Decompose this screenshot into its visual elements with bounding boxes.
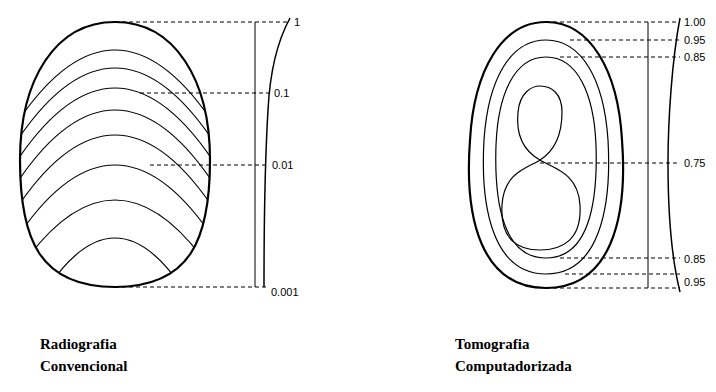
dose-value: 0.1 [274,87,289,100]
dashed-guides [540,22,680,288]
caption: Tomografia Computadorizada [455,334,595,378]
dose-profile [668,18,680,292]
dose-value: 0.95 [684,276,705,289]
isodose-lines [483,40,608,274]
dose-value: 0.01 [272,159,293,172]
dose-value: 0.95 [684,34,705,47]
depth-axis [648,22,649,288]
dose-value: 1 [294,16,300,29]
dose-profile [264,18,290,287]
dose-value: 1.00 [684,16,705,29]
dose-value: 0.75 [684,157,705,170]
isodose-lines [0,50,230,300]
body-outline [469,22,623,288]
dose-value: 0.85 [684,253,705,266]
dashed-guides [115,22,288,287]
body-outline [20,22,210,287]
dose-value: 0.001 [271,286,299,299]
depth-axis [255,22,256,287]
caption: Radiografia Convencional [40,334,152,378]
dose-value: 0.85 [684,51,705,64]
